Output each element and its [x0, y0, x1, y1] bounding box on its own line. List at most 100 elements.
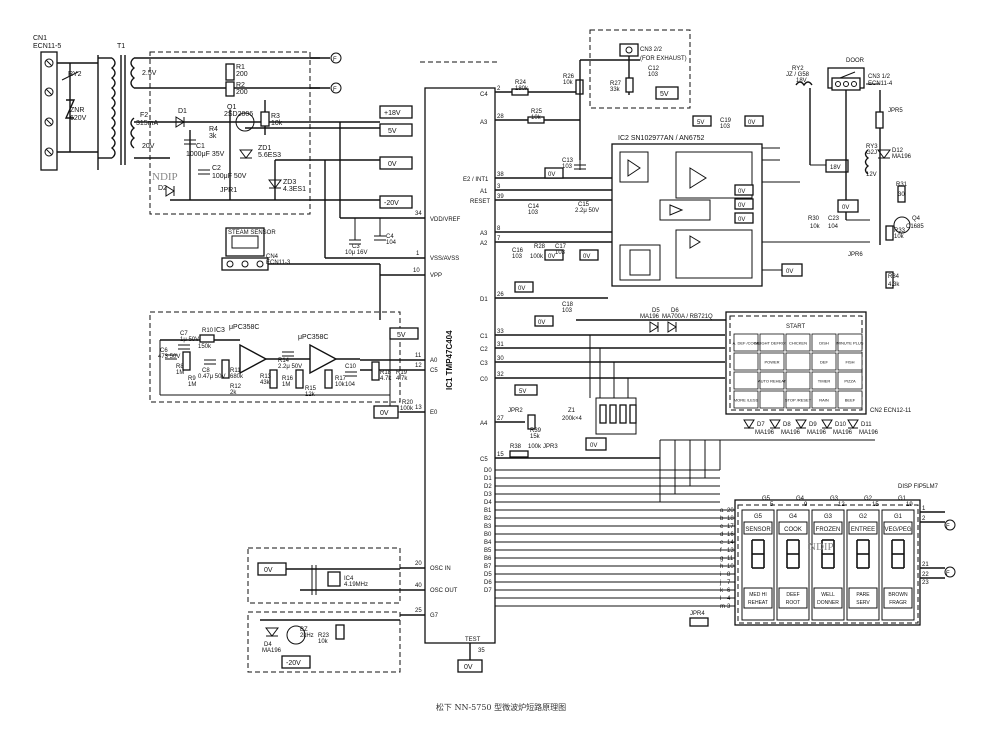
ic1-rlabel-15: D0	[484, 468, 492, 474]
exhaust-connector	[619, 43, 679, 100]
f-markers-top	[310, 52, 342, 94]
watermark-right: NDIP	[808, 541, 834, 553]
d9-label: D9	[809, 422, 817, 428]
jpr6-label: JPR6	[848, 252, 863, 258]
r20-value: 100k	[400, 406, 414, 412]
ic1-rlabel-12: C0	[480, 377, 488, 383]
d9-part: MA196	[807, 430, 827, 436]
d8-part: MA196	[781, 430, 801, 436]
display-bottom-label: ROOT	[786, 600, 800, 606]
c18-label: C18	[562, 302, 574, 308]
rail-box-0v-f: 0V	[538, 320, 545, 326]
ic1-rpin-10: 31	[497, 342, 504, 348]
r25-value: 10k	[531, 115, 542, 121]
ic3-part-a: μPC358C	[229, 324, 260, 331]
display-top-label: VEG/PEG	[884, 527, 911, 533]
z1-label: Z1	[568, 408, 576, 414]
ic1-pin-osc-in: OSC IN	[430, 566, 451, 572]
keypad-key-label: CHICKEN	[789, 341, 807, 346]
ic1-rpin-0: 2	[497, 86, 501, 92]
r31-value: 30	[898, 192, 905, 198]
r2-value: 200	[236, 89, 248, 96]
grid-pin-label: 15	[872, 502, 879, 508]
ic1-rlabel-16: D1	[484, 476, 492, 482]
display-pin-number: 10	[727, 564, 734, 570]
bz-label: BZ	[300, 627, 308, 633]
ic1-lpin-g7: 25	[415, 608, 422, 614]
display-pin-number: 8	[727, 572, 731, 578]
display-top-label: SENSOR	[745, 527, 771, 533]
ic2-internals	[619, 147, 870, 281]
d1-label: D1	[178, 108, 187, 115]
ic1-rlabel-10: C2	[480, 347, 488, 353]
r28-value: 100k	[530, 254, 544, 260]
r30-value: 10k	[810, 224, 821, 230]
test-0v: 0V	[464, 664, 473, 671]
q4-label: Q4	[912, 216, 921, 222]
cn2-label: CN2 ECN12-11	[870, 408, 912, 414]
r16-value: 1M	[282, 382, 290, 388]
ic1-rlabel-17: D2	[484, 484, 492, 490]
keypad-key	[837, 352, 863, 371]
ic1-rpin-4: 39	[497, 194, 504, 200]
display-row-label: b	[720, 516, 724, 522]
keypad-key-label: FISH	[845, 360, 854, 365]
ry2-voltage: 18V	[796, 78, 807, 84]
rail-box-0v-a: 0V	[548, 172, 555, 178]
ic2-0v-a: 0V	[738, 189, 745, 195]
ry3-voltage: 12V	[866, 172, 877, 178]
keypad-key-label: AUTO REHEAT	[758, 379, 787, 384]
d5-label: D5	[652, 308, 660, 314]
cn1-label: CN1	[33, 35, 47, 42]
display-bottom-label: PARE	[856, 592, 870, 598]
ic1-rlabel-13: A4	[480, 421, 488, 427]
rail-n20: -20V	[384, 200, 399, 207]
ic1-pin-a0: A0	[430, 358, 438, 364]
display-bottom-label: DEEF	[786, 592, 799, 598]
ic1-rlabel-22: B3	[484, 524, 492, 530]
keypad-key	[837, 371, 863, 390]
r11-label: R11	[230, 368, 241, 374]
display-row-label: j	[719, 580, 721, 586]
d10-label: D10	[835, 422, 847, 428]
display-top-label: COOK	[784, 527, 802, 533]
psu-block-border	[149, 51, 311, 215]
d5-part: MA196	[640, 314, 660, 320]
rail-boxes	[379, 105, 413, 209]
c2-label: C2	[212, 165, 221, 172]
display-row-label: e	[720, 540, 724, 546]
r15-label: R15	[305, 386, 317, 392]
display-pin-number: 14	[727, 540, 734, 546]
top-resistors	[511, 59, 640, 170]
c2-value: 100μF 50V	[212, 173, 247, 180]
cn4-label: CN4	[266, 254, 279, 260]
display-grid-cell	[741, 509, 775, 621]
ic1-rlabel-23: B0	[484, 532, 492, 538]
rail-box-5v-a: 5V	[697, 120, 704, 126]
t1-20v: 20V	[142, 143, 155, 150]
c4-label: C4	[386, 234, 394, 240]
display-pin-number: 11	[727, 556, 734, 562]
disp-pin-21: 21	[922, 562, 929, 568]
keypad-key	[733, 390, 759, 409]
f-mark-1: F	[333, 57, 337, 63]
zd1-label: ZD1	[258, 145, 271, 152]
znr-value: 620V	[70, 115, 87, 122]
c12-value: 103	[648, 72, 659, 78]
r33-label: R33	[894, 228, 906, 234]
keypad-key	[785, 390, 811, 409]
c14-label: C14	[528, 204, 540, 210]
keypad-key-label: MINUTE PLUS	[837, 341, 864, 346]
ic3-opamps	[159, 327, 419, 419]
ic1-left-wires	[324, 122, 425, 616]
r9-value: 1M	[188, 382, 196, 388]
c6-value: 473 50V	[158, 354, 180, 360]
c23-value: 104	[828, 224, 839, 230]
r20-label: R20	[402, 400, 414, 406]
jpr4-label: JPR4	[690, 611, 705, 617]
d8-label: D8	[783, 422, 791, 428]
grid-top-label: G4	[796, 496, 805, 502]
keypad-key	[759, 352, 785, 371]
z1-value: 200k×4	[562, 416, 583, 422]
